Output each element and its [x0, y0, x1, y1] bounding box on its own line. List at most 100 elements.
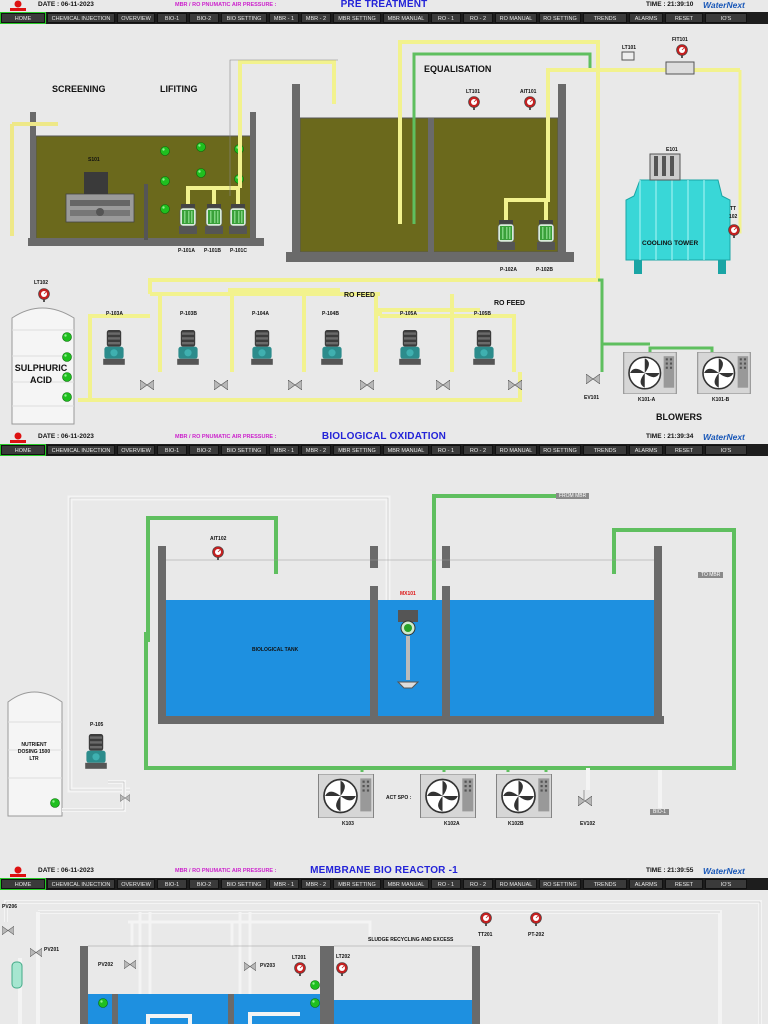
p-101b-pump[interactable]: [204, 204, 224, 234]
p-102a-pump[interactable]: [496, 220, 516, 250]
valve-2[interactable]: [214, 380, 228, 390]
nav-trends[interactable]: TRENDS: [583, 879, 627, 889]
ait101-gauge[interactable]: [524, 96, 536, 111]
pv206-valve[interactable]: [2, 926, 14, 935]
nav-alarms[interactable]: ALARMS: [629, 13, 663, 23]
nav-ro-manual[interactable]: RO MANUAL: [495, 879, 537, 889]
nav-ro-setting[interactable]: RO SETTING: [539, 13, 581, 23]
nav-ro-1[interactable]: RO - 1: [431, 879, 461, 889]
nav-mbr-setting[interactable]: MBR SETTING: [333, 13, 381, 23]
nav-ro-2[interactable]: RO - 2: [463, 879, 493, 889]
nutrient-dosing-tank[interactable]: [7, 691, 63, 817]
nav-alarms[interactable]: ALARMS: [629, 445, 663, 455]
p-105-pump[interactable]: [85, 734, 107, 769]
nav-bio-setting[interactable]: BIO SETTING: [221, 13, 267, 23]
lt101-gauge[interactable]: [468, 96, 480, 111]
mx101-mixer[interactable]: [396, 610, 420, 689]
nav-ro-setting[interactable]: RO SETTING: [539, 879, 581, 889]
nav-ro-1[interactable]: RO - 1: [431, 445, 461, 455]
nav-ios[interactable]: IO'S: [705, 879, 747, 889]
valve-4[interactable]: [360, 380, 374, 390]
nav-alarms[interactable]: ALARMS: [629, 879, 663, 889]
nav-mbr-1[interactable]: MBR - 1: [269, 13, 299, 23]
nav-mbr-1[interactable]: MBR - 1: [269, 445, 299, 455]
nav-reset[interactable]: RESET: [665, 879, 703, 889]
p-105b-pump[interactable]: [473, 330, 495, 365]
nav-ro-2[interactable]: RO - 2: [463, 445, 493, 455]
p-101c-pump[interactable]: [228, 204, 248, 234]
nav-ro-1[interactable]: RO - 1: [431, 13, 461, 23]
nav-overview[interactable]: OVERVIEW: [117, 13, 155, 23]
ev101-label: EV101: [584, 395, 600, 401]
nav-overview[interactable]: OVERVIEW: [117, 879, 155, 889]
nav-bio-2[interactable]: BIO-2: [189, 879, 219, 889]
nav-mbr-setting[interactable]: MBR SETTING: [333, 445, 381, 455]
nav-ios[interactable]: IO'S: [705, 13, 747, 23]
nav-bio-1[interactable]: BIO-1: [157, 13, 187, 23]
nav-reset[interactable]: RESET: [665, 445, 703, 455]
p-104b-pump[interactable]: [321, 330, 343, 365]
to-mbr-tag[interactable]: TO MBR: [698, 572, 724, 578]
nav-chemical-injection[interactable]: CHEMICAL INJECTION: [47, 879, 115, 889]
p-102b-pump[interactable]: [536, 220, 556, 250]
ait102-gauge[interactable]: [212, 546, 224, 561]
p-101a-pump[interactable]: [178, 204, 198, 234]
nav-mbr-setting[interactable]: MBR SETTING: [333, 879, 381, 889]
nav-trends[interactable]: TRENDS: [583, 13, 627, 23]
nav-bio-2[interactable]: BIO-2: [189, 445, 219, 455]
nav-mbr-1[interactable]: MBR - 1: [269, 879, 299, 889]
p-105a-pump[interactable]: [399, 330, 421, 365]
sulphuric-acid-tank[interactable]: [11, 307, 75, 425]
nav-overview[interactable]: OVERVIEW: [117, 445, 155, 455]
nav-bio-setting[interactable]: BIO SETTING: [221, 445, 267, 455]
valve-1[interactable]: [140, 380, 154, 390]
k101-a-blower[interactable]: [622, 352, 678, 394]
k103-blower[interactable]: [318, 774, 374, 818]
nav-mbr-manual[interactable]: MBR MANUAL: [383, 445, 429, 455]
nav-bio-1[interactable]: BIO-1: [157, 445, 187, 455]
level-switch-7: [160, 204, 170, 214]
tt201-gauge[interactable]: [480, 912, 492, 927]
nav-ios[interactable]: IO'S: [705, 445, 747, 455]
nav-ro-manual[interactable]: RO MANUAL: [495, 445, 537, 455]
k102a-blower[interactable]: [420, 774, 476, 818]
pt202-gauge[interactable]: [530, 912, 542, 927]
fit101-meter[interactable]: [676, 44, 688, 59]
nav-mbr-2[interactable]: MBR - 2: [301, 445, 331, 455]
nav-chemical-injection[interactable]: CHEMICAL INJECTION: [47, 13, 115, 23]
nav-reset[interactable]: RESET: [665, 13, 703, 23]
k101-b-blower[interactable]: [696, 352, 752, 394]
p-103a-pump[interactable]: [103, 330, 125, 365]
ev102-valve[interactable]: [578, 796, 592, 806]
nav-mbr-manual[interactable]: MBR MANUAL: [383, 13, 429, 23]
nav-mbr-2[interactable]: MBR - 2: [301, 13, 331, 23]
valve-3[interactable]: [288, 380, 302, 390]
nav-home[interactable]: HOME: [0, 12, 46, 24]
lt102-gauge[interactable]: [38, 288, 50, 303]
valve-6[interactable]: [508, 380, 522, 390]
p-103b-pump[interactable]: [177, 330, 199, 365]
k102b-blower[interactable]: [496, 774, 552, 818]
from-mbr-tag[interactable]: FROM MBR: [556, 493, 590, 499]
ev101-valve[interactable]: [586, 374, 600, 384]
nav-ro-manual[interactable]: RO MANUAL: [495, 13, 537, 23]
pv202-valve[interactable]: [124, 960, 136, 969]
nav-trends[interactable]: TRENDS: [583, 445, 627, 455]
valve-5[interactable]: [436, 380, 450, 390]
nav-ro-setting[interactable]: RO SETTING: [539, 445, 581, 455]
nav-bio-1[interactable]: BIO-1: [157, 879, 187, 889]
nav-ro-2[interactable]: RO - 2: [463, 13, 493, 23]
lt201-gauge[interactable]: [294, 962, 306, 977]
nav-bio-2[interactable]: BIO-2: [189, 13, 219, 23]
nav-bio-setting[interactable]: BIO SETTING: [221, 879, 267, 889]
nav-mbr-2[interactable]: MBR - 2: [301, 879, 331, 889]
p-104a-pump[interactable]: [251, 330, 273, 365]
lt202-gauge[interactable]: [336, 962, 348, 977]
nav-home[interactable]: HOME: [0, 444, 46, 456]
cooling-tower[interactable]: [625, 153, 731, 274]
nav-mbr-manual[interactable]: MBR MANUAL: [383, 879, 429, 889]
bio-1-tag[interactable]: BIO-1: [650, 809, 670, 815]
nav-home[interactable]: HOME: [0, 878, 46, 890]
lt101-top-label: LT101: [622, 45, 637, 51]
nav-chemical-injection[interactable]: CHEMICAL INJECTION: [47, 445, 115, 455]
